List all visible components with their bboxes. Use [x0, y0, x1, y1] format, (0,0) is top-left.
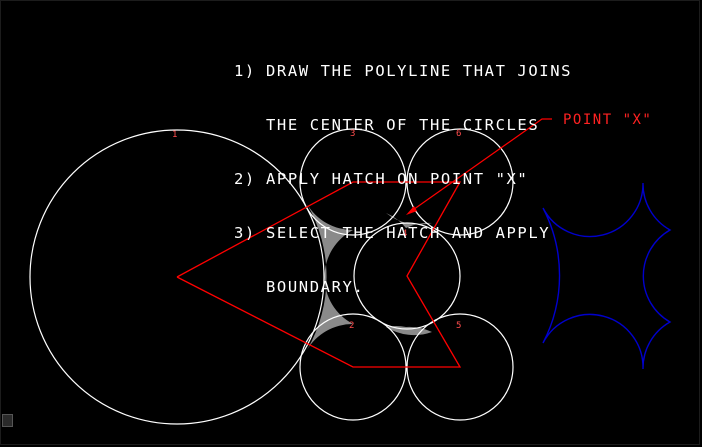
instructions-block: 1)DRAW THE POLYLINE THAT JOINS THE CENTE…	[234, 26, 572, 314]
circle-label-1: 1	[172, 130, 177, 140]
center-polyline[interactable]	[176, 181, 462, 368]
instruction-3-line-1: 3)SELECT THE HATCH AND APPLY	[234, 224, 551, 242]
circle-1[interactable]	[29, 129, 325, 425]
circle-label-3: 3	[350, 129, 355, 139]
hatch-boundary-shape[interactable]	[542, 182, 672, 370]
ucs-icon[interactable]	[2, 414, 13, 427]
callout-label: POINT "X"	[563, 112, 652, 128]
circle-label-2: 2	[349, 321, 354, 331]
hatch-region-left[interactable]	[307, 204, 353, 350]
circle-label-5: 5	[456, 321, 461, 331]
circle-label-6: 6	[456, 129, 461, 139]
instruction-1-line-2: THE CENTER OF THE CIRCLES	[266, 116, 540, 134]
circle-label-4: 4	[402, 229, 407, 239]
circle-4[interactable]	[353, 222, 461, 330]
callout-leader[interactable]	[409, 118, 552, 213]
callout-arrowhead	[406, 206, 417, 215]
instruction-3-line-2: BOUNDARY.	[266, 278, 365, 296]
instruction-2-line-1: 2)APPLY HATCH ON POINT "X"	[234, 170, 529, 188]
instruction-1-line-1: 1)DRAW THE POLYLINE THAT JOINS	[234, 62, 573, 80]
